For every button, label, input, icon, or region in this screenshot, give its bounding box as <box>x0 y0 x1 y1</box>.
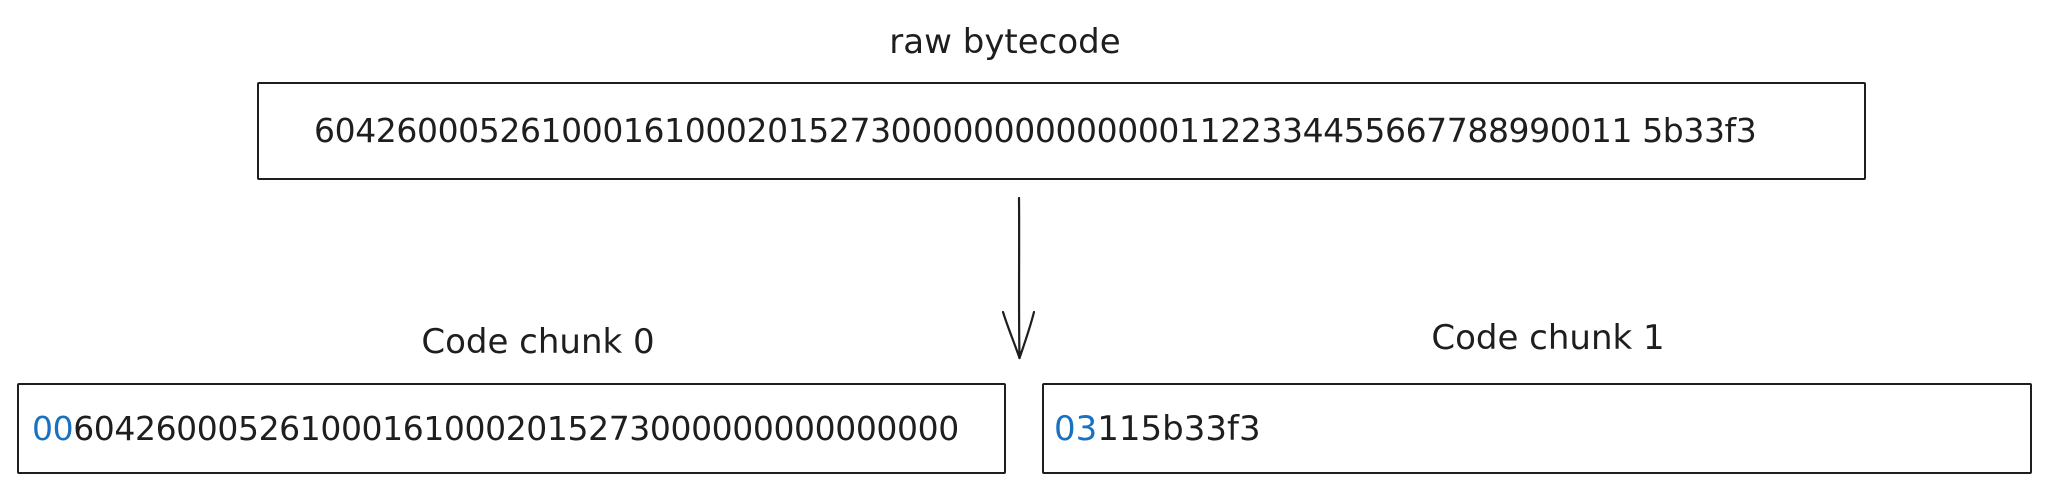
code-chunk-0-prefix: 00 <box>32 408 74 448</box>
code-chunk-1-box: 03115b33f3 <box>1042 383 2032 474</box>
code-chunk-0-label: Code chunk 0 <box>421 322 655 362</box>
code-chunk-1-text: 03115b33f3 <box>1054 409 1261 449</box>
code-chunk-1-body: 115b33f3 <box>1097 408 1261 449</box>
raw-bytecode-label: raw bytecode <box>889 22 1121 62</box>
code-chunk-0-box: 0060426000526100016100020152730000000000… <box>17 383 1006 474</box>
code-chunk-0-text: 0060426000526100016100020152730000000000… <box>32 409 959 449</box>
code-chunk-1-label: Code chunk 1 <box>1431 318 1665 358</box>
code-chunk-0-body: 6042600052610001610002015273000000000000… <box>73 408 959 448</box>
arrow-down-icon <box>1001 196 1036 360</box>
raw-bytecode-text: 6042600052610001610002015273000000000000… <box>314 111 1757 150</box>
raw-bytecode-box: 6042600052610001610002015273000000000000… <box>257 82 1866 180</box>
code-chunk-1-prefix: 03 <box>1054 408 1098 449</box>
